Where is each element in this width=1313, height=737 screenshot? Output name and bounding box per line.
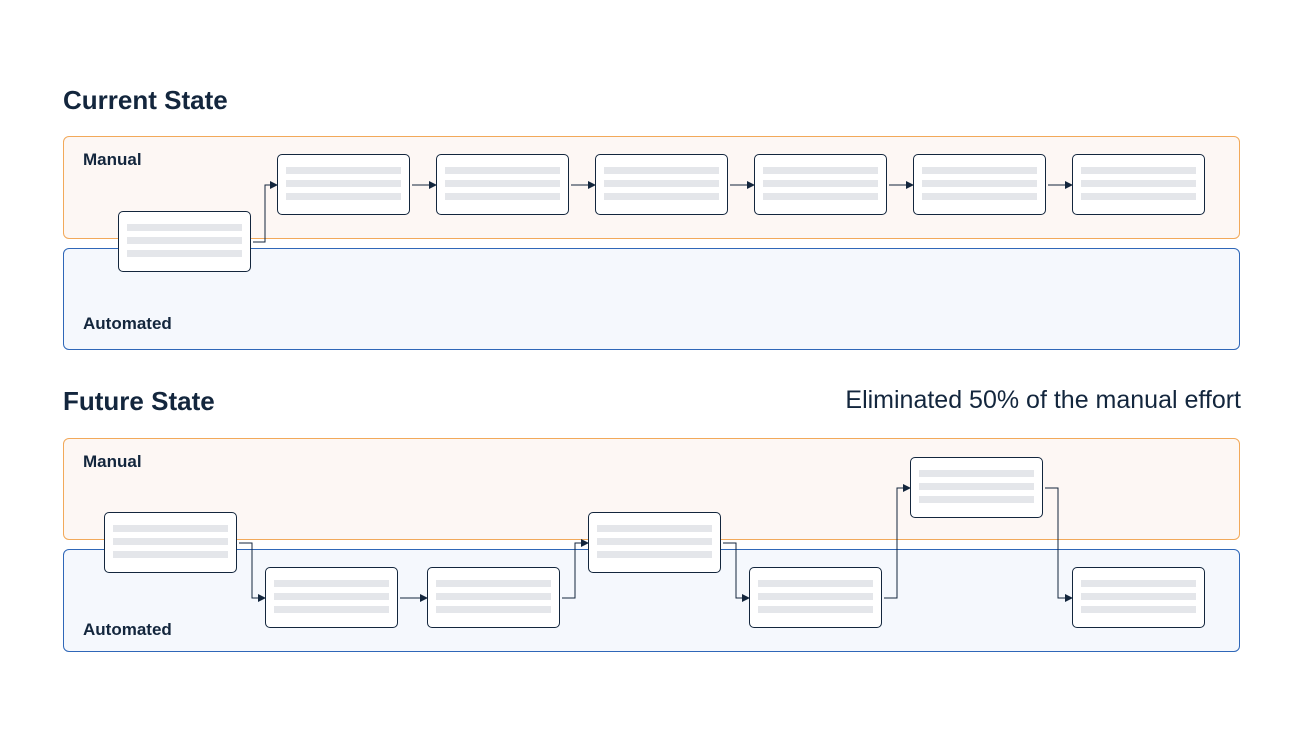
future-step-3 (427, 567, 560, 628)
current-step-6 (913, 154, 1046, 215)
future-step-2 (265, 567, 398, 628)
current-step-5 (754, 154, 887, 215)
current-step-7 (1072, 154, 1205, 215)
current-step-4 (595, 154, 728, 215)
current-step-3 (436, 154, 569, 215)
current-automated-label: Automated (83, 314, 172, 333)
future-step-7 (1072, 567, 1205, 628)
current-step-1 (118, 211, 251, 272)
current-automated-lane (63, 248, 1240, 350)
future-step-5 (749, 567, 882, 628)
future-manual-label: Manual (83, 452, 142, 471)
future-state-subtitle: Eliminated 50% of the manual effort (845, 386, 1241, 414)
current-step-2 (277, 154, 410, 215)
current-manual-label: Manual (83, 150, 142, 169)
future-step-1 (104, 512, 237, 573)
future-automated-label: Automated (83, 620, 172, 639)
future-step-6 (910, 457, 1043, 518)
current-state-title: Current State (63, 85, 228, 115)
future-step-4 (588, 512, 721, 573)
future-state-title: Future State (63, 386, 215, 416)
